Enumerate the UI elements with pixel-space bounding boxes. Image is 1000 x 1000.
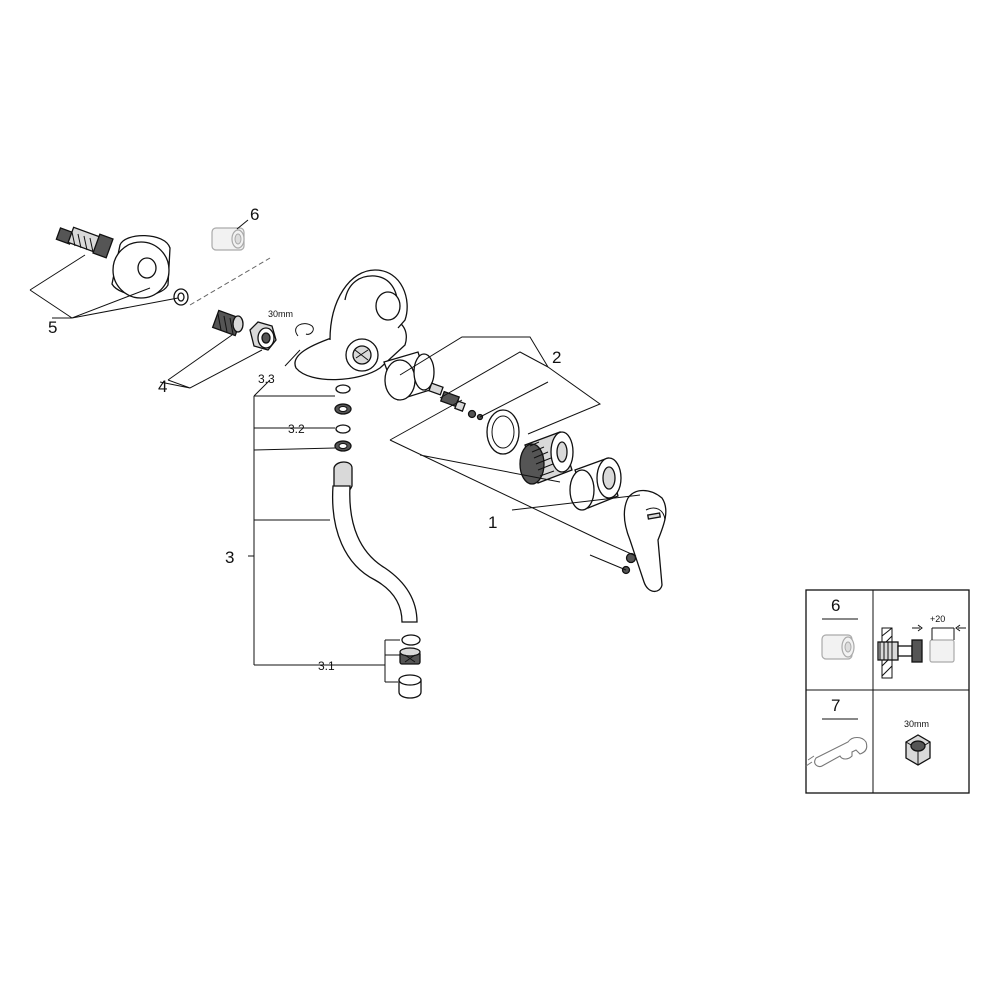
part-2-cartridge bbox=[383, 336, 602, 435]
spout-washers bbox=[334, 384, 352, 452]
accessory-7-label: 7 bbox=[831, 696, 840, 715]
hex-nut bbox=[249, 321, 277, 351]
union-fitting bbox=[211, 309, 244, 337]
callout-3-3: 3.3 bbox=[258, 372, 275, 386]
extension-dimension: +20 bbox=[930, 614, 945, 624]
callout-6: 6 bbox=[250, 205, 259, 224]
accessory-6-label: 6 bbox=[831, 596, 840, 615]
s-connector bbox=[55, 226, 114, 259]
mixer-body bbox=[294, 269, 408, 381]
callout-3-1: 3.1 bbox=[318, 659, 335, 673]
threaded-bonnet bbox=[519, 431, 574, 485]
callout-3-2: 3.2 bbox=[288, 422, 305, 436]
sleeve bbox=[569, 457, 622, 511]
part-1-handle-assembly bbox=[389, 399, 667, 593]
aerator-stack bbox=[398, 634, 422, 699]
extension-piece-icon bbox=[821, 634, 855, 660]
part-3-spout-assembly bbox=[248, 349, 422, 699]
o-ring bbox=[486, 409, 520, 455]
callout-5: 5 bbox=[48, 318, 57, 337]
wrench-icon bbox=[805, 736, 868, 768]
callout-1: 1 bbox=[488, 513, 497, 532]
nut-size-label: 30mm bbox=[268, 309, 293, 319]
accessory-nut-size: 30mm bbox=[904, 719, 929, 729]
callout-4: 4 bbox=[158, 377, 167, 396]
spout-clip bbox=[295, 323, 314, 337]
curved-spout-tube bbox=[331, 461, 418, 623]
accessory-panel: 6 +20 7 30mm bbox=[805, 589, 970, 794]
lever-handle bbox=[621, 489, 667, 593]
cartridge-spindle bbox=[439, 390, 466, 412]
rosette bbox=[111, 234, 171, 299]
part-6-extension-ghost bbox=[189, 219, 271, 306]
hex-nut-icon bbox=[905, 734, 931, 766]
extension-install-drawing: +20 bbox=[877, 614, 966, 679]
callout-3: 3 bbox=[225, 548, 234, 567]
callout-2: 2 bbox=[552, 348, 561, 367]
part-4-union-nut bbox=[159, 309, 277, 389]
part-5-wall-connector bbox=[29, 226, 189, 319]
